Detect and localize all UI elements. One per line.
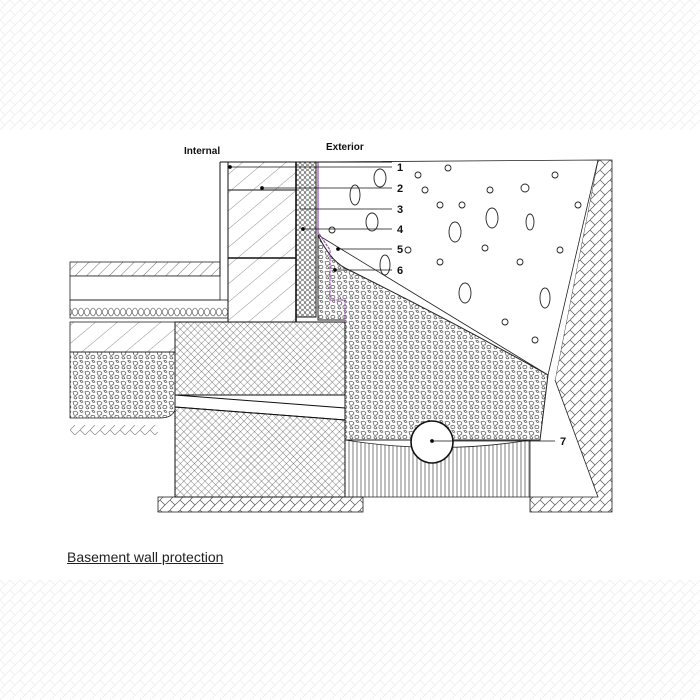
- floor-screed: [69, 275, 221, 301]
- callout-5: 5: [397, 244, 403, 256]
- footing-upper: [174, 321, 346, 396]
- ground-boundary: [529, 159, 613, 513]
- floor-insulation: [69, 299, 229, 319]
- callout-7: 7: [560, 436, 566, 448]
- callout-4: 4: [397, 224, 404, 236]
- gravel-drainage-fill: [317, 234, 549, 441]
- callout-6: 6: [397, 265, 403, 277]
- floor-finish: [69, 261, 221, 277]
- callout-3: 3: [397, 204, 403, 216]
- footing-lower: [174, 406, 346, 498]
- drain-bed: [344, 439, 531, 498]
- callout-2: 2: [397, 183, 403, 195]
- exterior-label: Exterior: [326, 142, 364, 153]
- footing-base-ground: [157, 496, 364, 513]
- internal-label: Internal: [184, 146, 220, 157]
- floor-ground: [70, 425, 158, 435]
- soil-stones: [328, 164, 582, 344]
- callout-leaders: [228, 165, 555, 443]
- wall-insulation: [295, 161, 317, 318]
- basement-wall: [227, 161, 297, 323]
- floor-slab: [69, 321, 176, 353]
- drawing-caption: Basement wall protection: [67, 549, 224, 565]
- callout-1: 1: [397, 162, 403, 174]
- floor-gravel: [69, 351, 176, 419]
- waterproofing-membrane: [317, 162, 346, 322]
